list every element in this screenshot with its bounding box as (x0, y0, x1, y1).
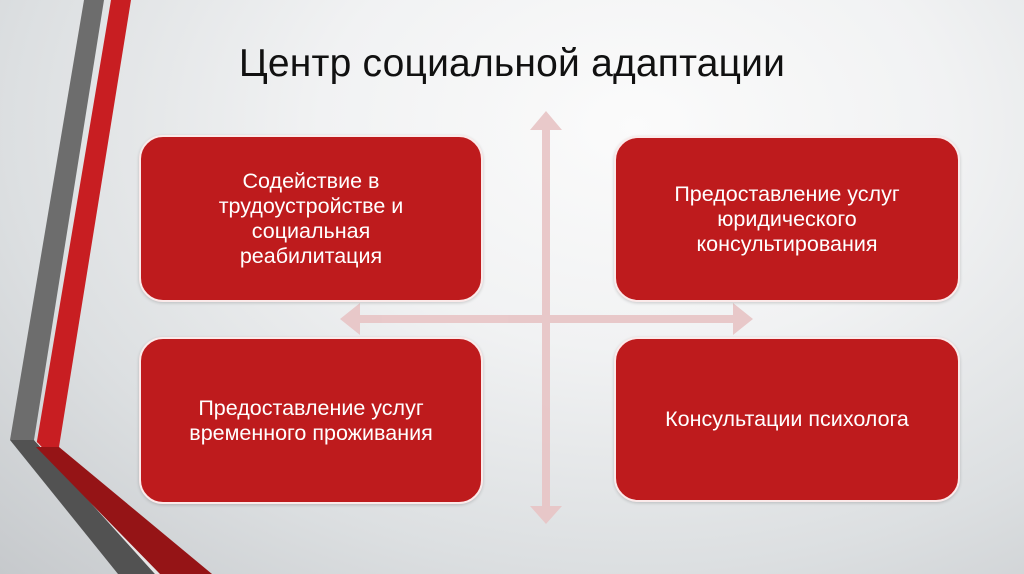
slide-title: Центр социальной адаптации (238, 42, 786, 85)
arrow-left-icon (340, 303, 360, 335)
box-temporary-housing: Предоставление услуг временного проживан… (139, 337, 483, 504)
box-legal-consulting: Предоставление услуг юридического консул… (614, 136, 960, 302)
box-psychologist-consultation: Консультации психолога (614, 337, 960, 502)
vertical-arrow-shaft (542, 128, 550, 508)
box-label: Предоставление услуг временного проживан… (189, 395, 433, 445)
arrow-down-icon (530, 506, 562, 524)
box-label: Консультации психолога (665, 407, 909, 431)
horizontal-arrow-shaft (356, 315, 736, 323)
arrow-right-icon (733, 303, 753, 335)
box-employment-rehabilitation: Содействие в трудоустройстве и социальна… (139, 135, 483, 302)
box-label: Предоставление услуг юридического консул… (674, 181, 900, 256)
arrow-up-icon (530, 111, 562, 130)
gray-stripe-lower (10, 440, 155, 574)
box-label: Содействие в трудоустройстве и социальна… (218, 168, 404, 268)
